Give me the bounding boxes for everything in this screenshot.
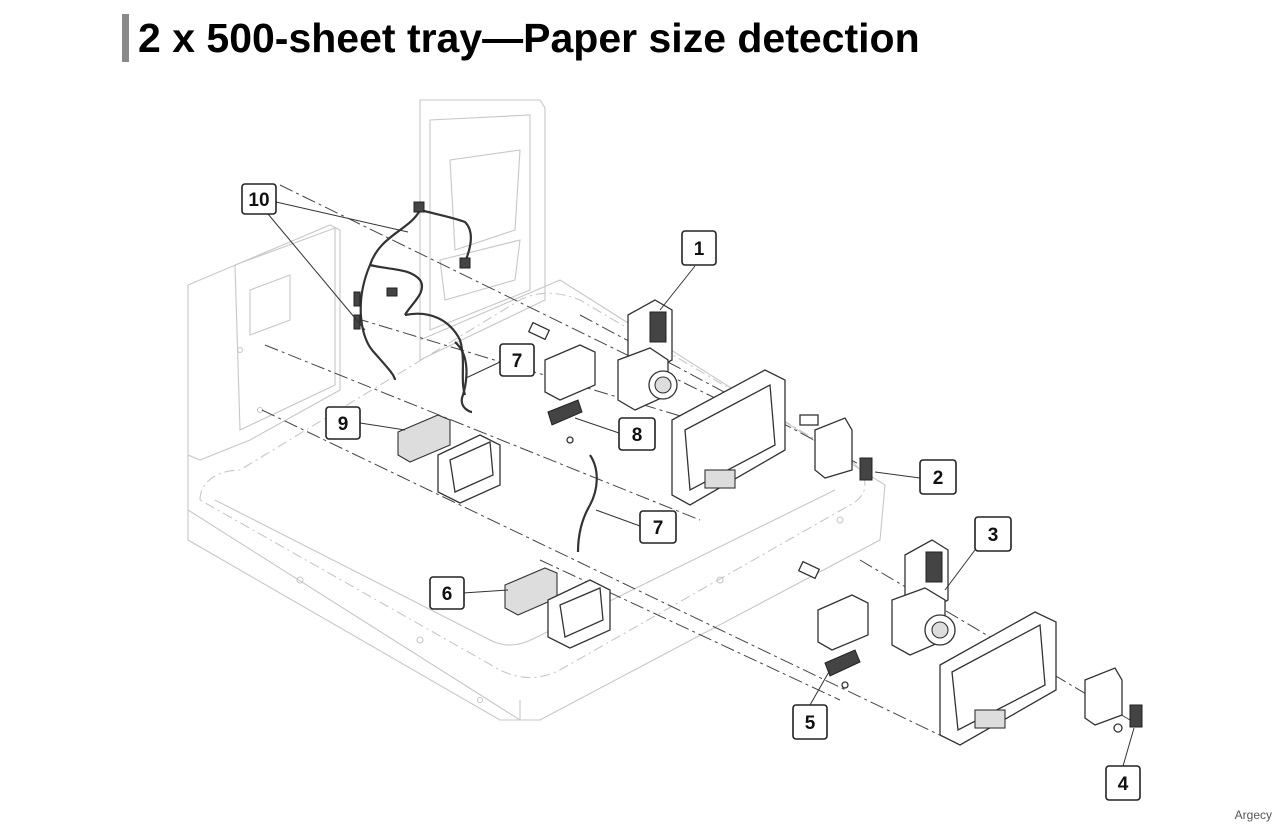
svg-text:10: 10 xyxy=(248,190,269,211)
callout-4: 4 xyxy=(1105,765,1141,801)
svg-text:7: 7 xyxy=(653,518,664,539)
sensor-part-2 xyxy=(799,414,873,481)
callout-9: 9 xyxy=(325,406,361,440)
bracket-part-8 xyxy=(527,321,596,444)
printer-frame-background xyxy=(187,99,886,721)
callout-7-lower: 7 xyxy=(639,510,677,544)
lower-bracket xyxy=(797,560,869,651)
sensor-part-4 xyxy=(1084,667,1143,733)
svg-text:5: 5 xyxy=(805,713,816,734)
callout-3: 3 xyxy=(974,516,1012,552)
callout-8: 8 xyxy=(618,417,656,451)
wire-harness-part-10 xyxy=(353,201,472,396)
leader-lines xyxy=(267,201,1135,767)
svg-text:2: 2 xyxy=(933,468,944,489)
upper-sensor-housing xyxy=(671,369,786,506)
svg-text:1: 1 xyxy=(694,239,705,260)
svg-text:8: 8 xyxy=(632,425,643,446)
lower-sensor-housing xyxy=(939,611,1057,746)
actuator-part-3 xyxy=(891,539,956,656)
svg-text:9: 9 xyxy=(338,414,349,435)
svg-text:6: 6 xyxy=(442,584,453,605)
callout-7-upper: 7 xyxy=(499,343,535,377)
callout-1: 1 xyxy=(681,230,717,266)
svg-text:3: 3 xyxy=(988,525,999,546)
svg-text:4: 4 xyxy=(1118,774,1129,795)
bracket-part-5 xyxy=(824,649,861,689)
cable-part-7-upper xyxy=(454,341,473,414)
callout-6: 6 xyxy=(429,576,465,610)
callout-2: 2 xyxy=(919,459,957,495)
title-accent-bar xyxy=(122,14,129,62)
actuator-part-1 xyxy=(617,299,678,411)
callout-10: 10 xyxy=(241,183,277,215)
connector-part-6 xyxy=(504,567,611,649)
cable-part-7-lower xyxy=(576,454,598,553)
page-title: 2 x 500-sheet tray—Paper size detection xyxy=(138,15,920,61)
callout-5: 5 xyxy=(792,704,828,740)
watermark: Argecy xyxy=(1234,808,1272,822)
svg-text:7: 7 xyxy=(512,351,523,372)
connector-part-9 xyxy=(397,414,501,504)
